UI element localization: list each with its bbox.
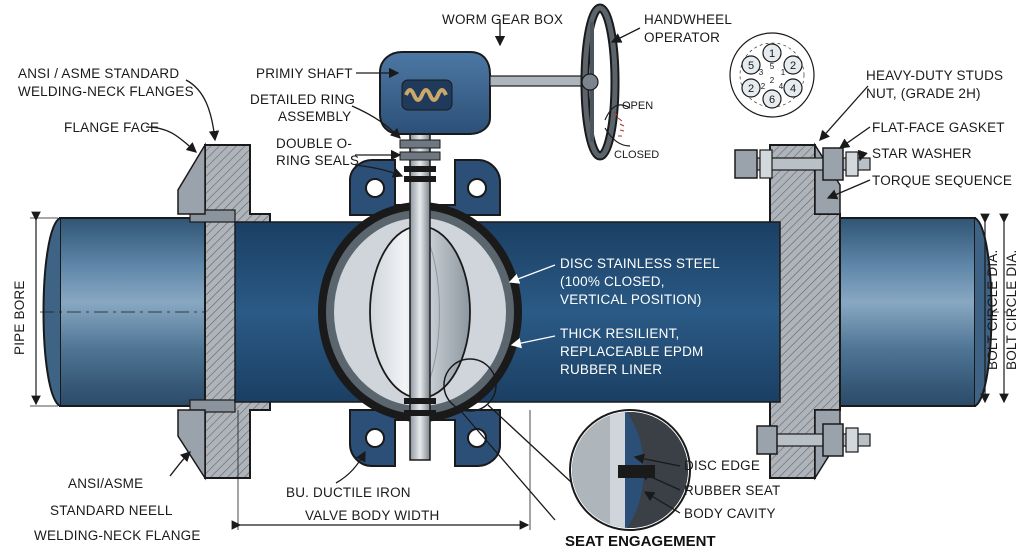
valve-shaft (399, 109, 441, 461)
label-detailed-ring-line1: DETAILED RING (250, 92, 355, 107)
left-pipe (40, 217, 1010, 407)
label-torque-sequence: TORQUE SEQUENCE (872, 173, 1012, 188)
leader-lines (30, 20, 1009, 530)
torque-num-2: 2 (790, 60, 796, 72)
label-pipe-bore: PIPE BORE (12, 280, 27, 355)
label-worm-gear-box: WORM GEAR BOX (442, 12, 563, 27)
handwheel (580, 3, 620, 161)
label-double-oring-line2: RING SEALS (276, 153, 359, 168)
torque-sequence-diagram: 1 2 4 6 2 5 5 1 3 2 4 2 (729, 32, 815, 118)
valve-body (349, 159, 501, 467)
label-body-cavity: BODY CAVITY (684, 506, 776, 521)
label-heavy-duty-line1: HEAVY-DUTY STUDS (866, 68, 1003, 83)
label-liner-line2: REPLACEABLE EPDM (560, 344, 704, 359)
label-flange-face: FLANGE FACE (64, 120, 159, 135)
label-ansi-bottom-line1: ANSI/ASME (68, 476, 143, 491)
label-disc-line2: (100% CLOSED, (560, 274, 665, 289)
torque-inner-1: 5 (770, 62, 775, 71)
label-ansi-bottom-line3: WELDING-NECK FLANGE (34, 528, 201, 543)
label-closed: CLOSED (614, 149, 659, 161)
label-disc-line3: VERTICAL POSITION) (560, 292, 702, 307)
torque-num-1: 1 (769, 48, 775, 60)
torque-inner-3: 3 (759, 68, 764, 77)
label-handwheel-line2: OPERATOR (644, 30, 720, 45)
label-primiy-shaft: PRIMIY SHAFT (256, 66, 353, 81)
seat-engagement-detail (443, 358, 691, 531)
label-ansi-top-line2: WELDING-NECK FLANGES (18, 84, 194, 99)
label-star-washer: STAR WASHER (872, 146, 972, 161)
torque-num-4: 6 (769, 94, 775, 106)
label-handwheel-line1: HANDWHEEL (644, 12, 732, 27)
label-flat-face-gasket: FLAT-FACE GASKET (872, 120, 1005, 135)
worm-gear-box (379, 51, 586, 135)
torque-inner-6: 2 (770, 76, 775, 85)
torque-inner-2: 1 (781, 68, 786, 77)
torque-inner-4: 2 (761, 82, 766, 91)
label-open: OPEN (622, 100, 653, 112)
label-seat-engagement: SEAT ENGAGEMENT (565, 533, 716, 550)
label-liner-line3: RUBBER LINER (560, 362, 662, 377)
torque-num-5: 2 (748, 83, 754, 95)
label-disc-line1: DISC STAINLESS STEEL (560, 256, 720, 271)
torque-num-3: 4 (790, 83, 796, 95)
torque-num-6: 5 (748, 60, 754, 72)
stud-bolt-bottom (756, 423, 871, 457)
torque-inner-5: 4 (779, 82, 784, 91)
label-ansi-top-line1: ANSI / ASME STANDARD (18, 66, 179, 81)
label-bolt-circle-2: BOLT CIRCLE DIA. (1004, 250, 1019, 370)
label-disc-edge: DISC EDGE (684, 458, 760, 473)
label-detailed-ring-line2: ASSEMBLY (278, 109, 351, 124)
label-ansi-bottom-line2: STANDARD NEELL (50, 503, 173, 518)
position-indicator (604, 104, 631, 147)
label-liner-line1: THICK RESILIENT, (560, 326, 679, 341)
label-valve-body-width: VALVE BODY WIDTH (305, 508, 439, 523)
label-ductile-iron: BU. DUCTILE IRON (286, 485, 411, 500)
label-bolt-circle-1: BOLT CIRCLE DIA. (985, 250, 1000, 370)
label-rubber-seat: RUBBER SEAT (684, 483, 780, 498)
label-heavy-duty-line2: NUT, (GRADE 2H) (866, 86, 981, 101)
stud-bolt-top (734, 147, 871, 181)
label-double-oring-line1: DOUBLE O- (276, 136, 352, 151)
